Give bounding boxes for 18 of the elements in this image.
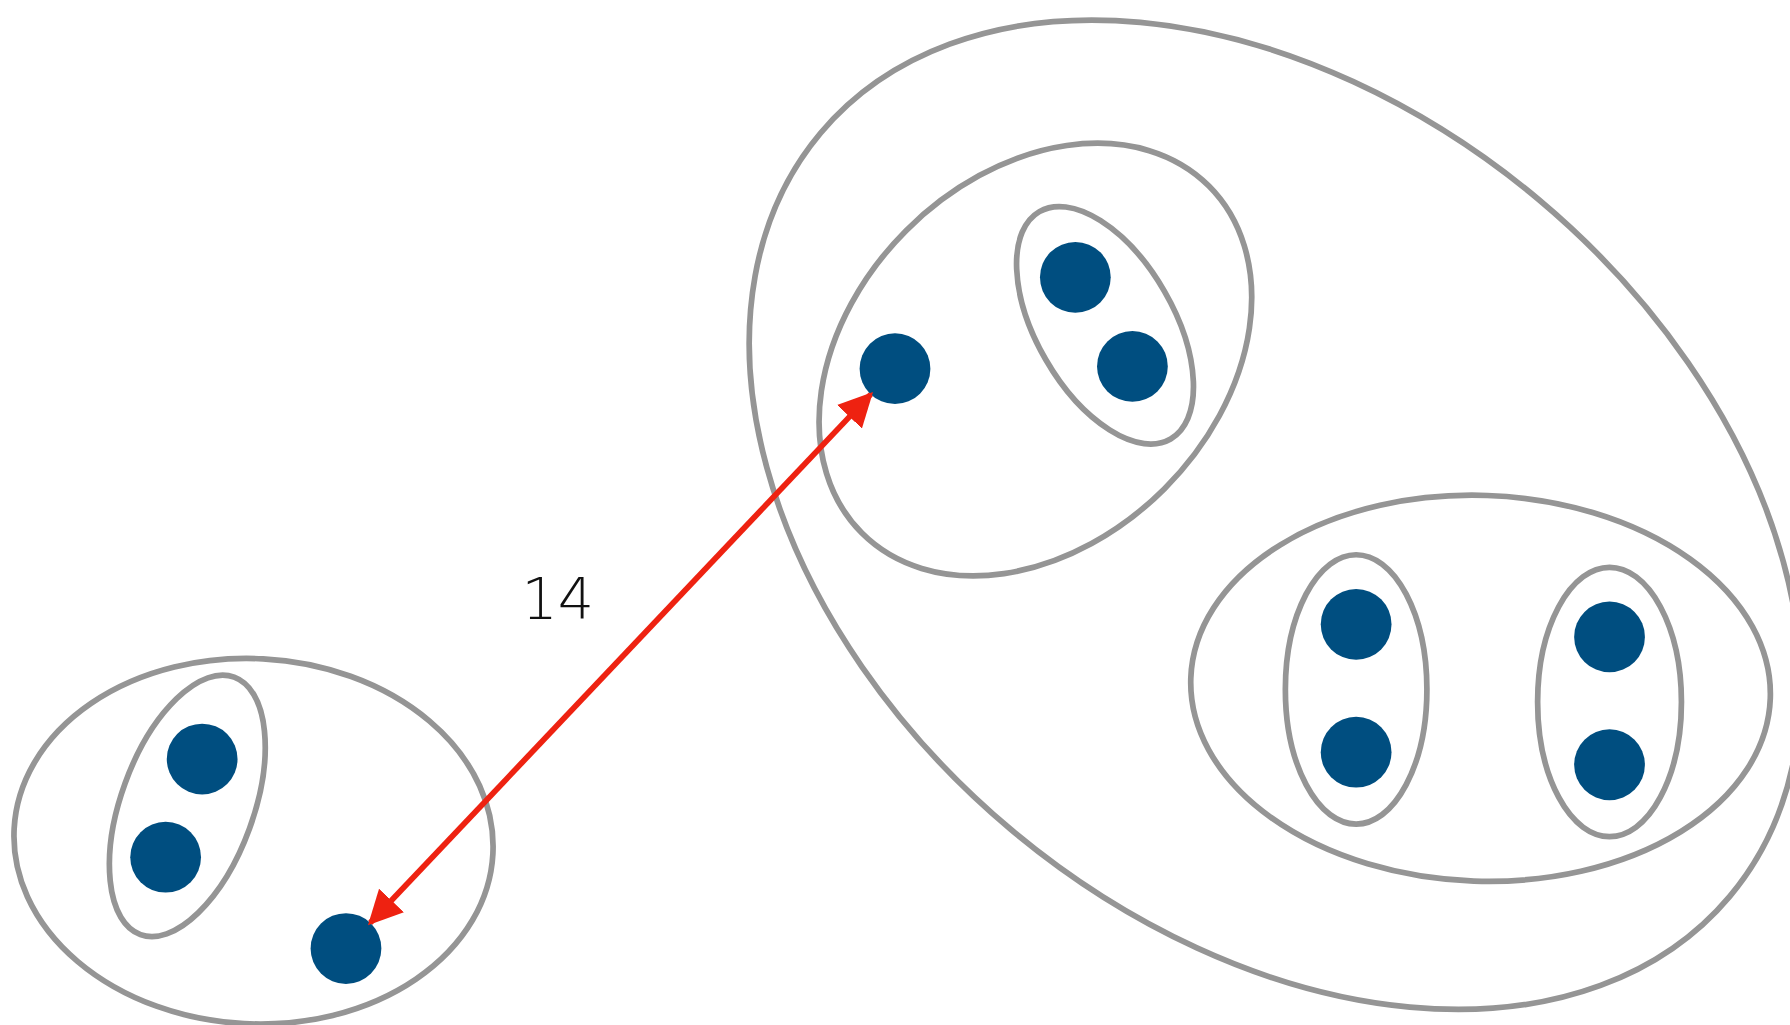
cluster-ellipse [1187,492,1774,884]
data-point [1039,242,1111,313]
data-point [859,333,931,405]
data-point [1320,716,1392,788]
data-point [1574,601,1645,673]
cluster-ellipse [106,672,269,940]
cluster-ellipse [1534,564,1685,840]
cluster-ellipse [816,140,1255,579]
data-point [1097,331,1168,402]
data-point [130,821,201,893]
edge-label: 14 [521,565,594,632]
data-point [1320,589,1392,660]
cluster-ellipse [1013,203,1197,447]
data-point [166,723,238,795]
data-point [1574,729,1645,801]
cluster-ellipse [1282,551,1430,827]
double-arrow [367,391,874,926]
data-point [310,913,382,984]
